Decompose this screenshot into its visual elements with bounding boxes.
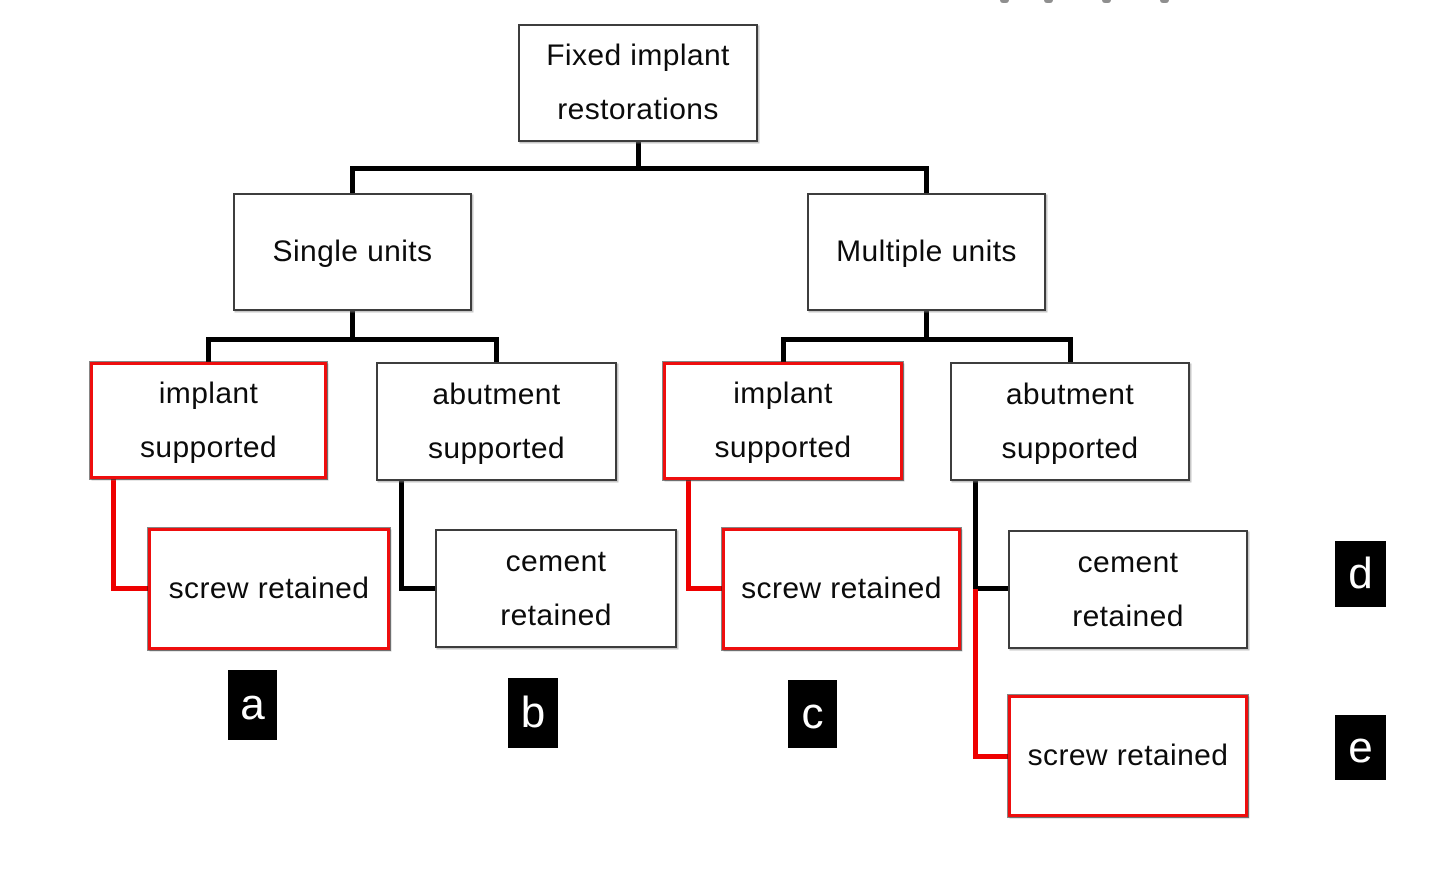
node-text-line: Single units (272, 235, 433, 268)
node-screw-retained-multiple-implant: screw retained (722, 528, 961, 650)
connector-left-crossbar (206, 337, 499, 342)
connector-multiple-units-stem (924, 311, 929, 339)
node-text-line: supported (1001, 431, 1139, 465)
node-text-line: supported (139, 430, 278, 464)
figure-label-d: d (1335, 541, 1386, 607)
node-text-line: restorations (557, 93, 719, 126)
connector-black-elbow-left-horizontal (399, 586, 436, 591)
connector-red-elbow-right-vertical (686, 478, 691, 591)
node-text-line: screw retained (168, 572, 370, 605)
figure-label-a: a (228, 670, 277, 740)
cropped-text-fragment (1102, 0, 1111, 3)
node-fixed-implant-restorations: Fixed implant restorations (518, 24, 758, 142)
connector-single-units-stem (350, 311, 355, 339)
node-text-line: retained (1072, 599, 1184, 633)
node-text-line: supported (427, 431, 566, 465)
node-multiple-units: Multiple units (807, 193, 1046, 311)
node-single-units: Single units (233, 193, 472, 311)
node-screw-retained-single-implant: screw retained (148, 528, 390, 650)
node-cement-retained-multiple-abutment: cement retained (1008, 530, 1248, 649)
node-text-line: supported (714, 431, 852, 464)
node-abutment-supported-multiple: abutment supported (950, 362, 1190, 481)
node-text-line: Multiple units (836, 235, 1017, 268)
node-text-line: screw retained (741, 572, 942, 605)
connector-to-multiple-units (924, 166, 929, 195)
connector-to-implant-supported-right (781, 337, 786, 364)
node-screw-retained-multiple-abutment: screw retained (1008, 695, 1248, 817)
cropped-text-fragment (1044, 0, 1053, 3)
cropped-text-fragment (1000, 0, 1009, 3)
connector-black-elbow-left-vertical (399, 480, 404, 591)
connector-black-elbow-right-vertical (973, 480, 978, 591)
cropped-text-fragment (1160, 0, 1169, 3)
connector-red-elbow-left-horizontal (111, 586, 149, 591)
connector-level1-crossbar (350, 166, 928, 171)
connector-right-crossbar (781, 337, 1073, 342)
node-text-line: abutment (432, 377, 561, 411)
node-text-line: abutment (1005, 377, 1135, 411)
node-text-line: retained (500, 598, 612, 632)
node-implant-supported-single: implant supported (90, 362, 327, 479)
figure-label-b: b (508, 678, 558, 748)
connector-red-elbow-bottom-vertical (973, 589, 978, 759)
node-text-line: cement (505, 544, 607, 578)
node-implant-supported-multiple: implant supported (663, 362, 903, 480)
figure-label-c: c (788, 680, 837, 748)
connector-red-elbow-bottom-horizontal (973, 754, 1009, 759)
connector-root-stem (636, 142, 641, 169)
connector-to-abutment-supported-left (494, 337, 499, 364)
node-text-line: implant (158, 376, 259, 410)
node-text-line: Fixed implant (546, 39, 730, 72)
node-text-line: cement (1077, 545, 1179, 579)
connector-to-abutment-supported-right (1068, 337, 1073, 364)
node-text-line: implant (733, 377, 833, 410)
connector-red-elbow-right-horizontal (686, 586, 723, 591)
figure-label-e: e (1335, 715, 1386, 780)
connector-to-single-units (350, 166, 355, 195)
node-text-line: screw retained (1027, 739, 1229, 772)
connector-red-elbow-left-vertical (111, 478, 116, 591)
connector-to-implant-supported-left (206, 337, 211, 364)
connector-black-elbow-right-horizontal (973, 586, 1009, 591)
node-abutment-supported-single: abutment supported (376, 362, 617, 481)
node-cement-retained-single-abutment: cement retained (435, 529, 677, 648)
